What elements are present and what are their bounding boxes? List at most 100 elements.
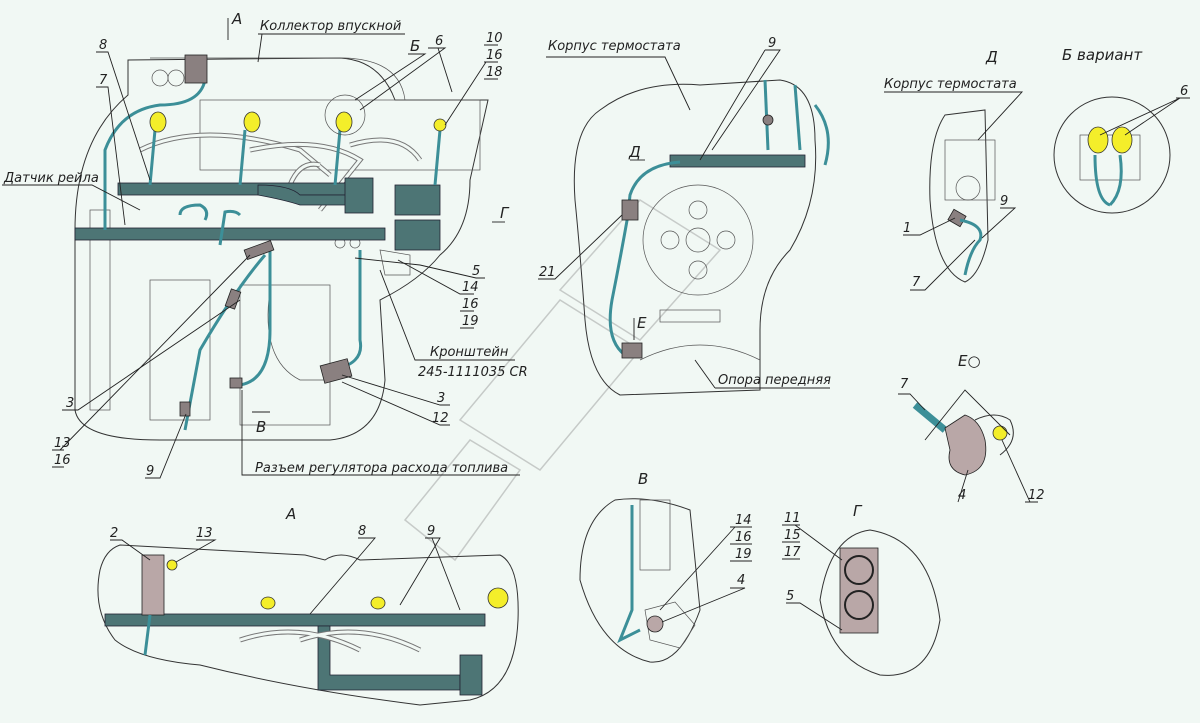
sensor-2: [141, 554, 165, 616]
intake-manifold-label: Коллектор впускной: [260, 19, 401, 34]
crank-sensor: [621, 342, 643, 359]
harness-wire: [103, 79, 207, 230]
rail-sensor-label: Датчик рейла: [3, 171, 99, 186]
pos-1: 1: [903, 221, 911, 236]
pos-4: 4: [958, 488, 966, 503]
pos-19: 19: [735, 547, 752, 562]
view-v-title: В: [638, 470, 648, 488]
front-rail: [669, 154, 806, 168]
rail-sensor-connector: [243, 240, 275, 260]
pos-15: 15: [784, 528, 801, 543]
front-leaders: [538, 49, 830, 389]
connector-block-lower: [394, 219, 441, 251]
callout-b: Б: [410, 37, 420, 55]
sensor-1: [947, 208, 967, 228]
watermark-logo: [403, 199, 722, 562]
view-e-title: Е○: [958, 352, 981, 370]
view-d: [929, 109, 996, 283]
pos-4: 4: [737, 573, 745, 588]
view-d-title: Д: [985, 48, 998, 66]
pos-21: 21: [539, 265, 556, 280]
pos-16: 16: [462, 297, 479, 312]
view-a: [97, 544, 519, 706]
view-d-leaders: [884, 91, 1024, 291]
injector-connector: [433, 118, 447, 132]
connector-block: [459, 654, 483, 696]
view-e: [912, 402, 1014, 476]
thermostat-housing-label: Корпус термостата: [884, 77, 1017, 92]
pos-12: 12: [1028, 488, 1045, 503]
pos-16: 16: [735, 530, 752, 545]
pos-6: 6: [1180, 84, 1188, 99]
mount-bolt-12: [992, 425, 1008, 441]
view-arrow-e: Е: [637, 314, 647, 332]
harness-wire: [959, 218, 983, 276]
view-g-title: Г: [853, 502, 863, 520]
injector-connector: [487, 587, 509, 609]
pos-7: 7: [900, 377, 909, 392]
pos-7: 7: [912, 275, 921, 290]
view-g-leaders: [782, 524, 843, 631]
view-arrow-v: В: [256, 418, 266, 436]
injector-connector: [370, 596, 386, 610]
pos-9: 9: [427, 524, 435, 539]
view-b-leaders: [1099, 97, 1190, 136]
pos-8: 8: [99, 38, 107, 53]
connector-21: [621, 199, 639, 221]
pos-10: 10: [486, 31, 503, 46]
intake-sensor: [184, 54, 208, 84]
pos-13: 13: [54, 436, 71, 451]
injector-connector: [1087, 126, 1109, 154]
view-v-leaders: [659, 526, 752, 623]
view-b-variant: [1053, 96, 1171, 214]
view-a-leaders: [110, 537, 461, 615]
injector-connector: [149, 111, 167, 133]
bracket-label: Кронштейн: [430, 345, 509, 360]
harness-wire: [617, 505, 641, 644]
pos-2: 2: [110, 526, 118, 541]
view-e-leaders: [898, 389, 1038, 503]
pos-19: 19: [462, 314, 479, 329]
main-leaders: [2, 18, 520, 479]
pos-9: 9: [146, 464, 154, 479]
pos-16: 16: [54, 453, 71, 468]
pos-3: 3: [66, 396, 74, 411]
main-engine-view: [74, 54, 489, 441]
pos-8: 8: [358, 524, 366, 539]
crank-sensor-4: [944, 414, 987, 476]
fuel-rail-lower: [74, 227, 386, 241]
pos-11: 11: [784, 511, 801, 526]
view-arrow-g: Г: [500, 204, 510, 222]
pos-14: 14: [462, 280, 479, 295]
pos-7: 7: [99, 73, 108, 88]
injector-connector: [1111, 126, 1133, 154]
view-a-title: А: [285, 505, 296, 523]
connector-9: [179, 401, 191, 417]
pos-3: 3: [437, 391, 445, 406]
pos-9: 9: [1000, 194, 1008, 209]
front-support-label: Опора передняя: [718, 373, 831, 388]
pos-13: 13: [196, 526, 213, 541]
sensor-4: [646, 615, 664, 633]
bracket-code: 245-1111035 CR: [418, 365, 528, 380]
pos-6: 6: [435, 34, 443, 49]
connector-block-upper: [394, 184, 441, 216]
pos-5: 5: [472, 264, 480, 279]
injector-connector: [243, 111, 261, 133]
fuel-regulator-connector-label: Разъем регулятора расхода топлива: [255, 461, 508, 476]
pos-12: 12: [432, 411, 449, 426]
pos-18: 18: [486, 65, 503, 80]
pos-5: 5: [786, 589, 794, 604]
sensor-13: [166, 559, 178, 571]
view-g: [819, 529, 941, 676]
front-engine-view: [573, 79, 830, 396]
injector-connector: [260, 596, 276, 610]
pos-16: 16: [486, 48, 503, 63]
view-arrow-a: А: [231, 10, 242, 28]
view-b-variant-title: Б вариант: [1062, 46, 1143, 64]
view-arrow-d: Д: [628, 143, 641, 161]
injector-connector: [335, 111, 353, 133]
harness-wire: [608, 160, 681, 357]
pos-17: 17: [784, 545, 801, 560]
